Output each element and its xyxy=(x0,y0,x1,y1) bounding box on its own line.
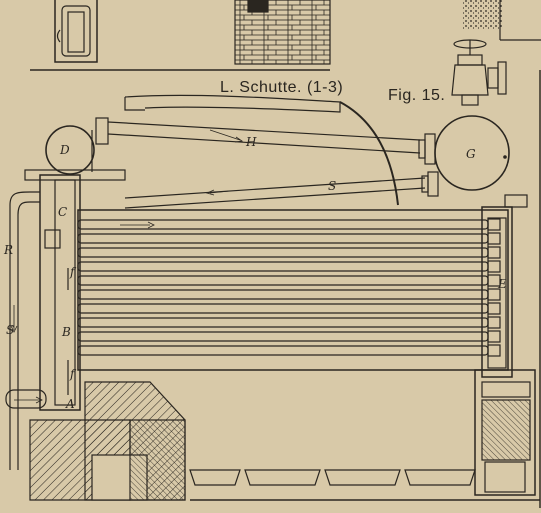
rear-firedoor xyxy=(474,369,536,496)
figure-number: Fig. 15. xyxy=(388,87,446,104)
firebox-grate xyxy=(189,469,540,501)
water-tube xyxy=(77,233,489,244)
label-C: C xyxy=(58,205,68,219)
label-G: G xyxy=(466,147,476,161)
water-tube-bank xyxy=(77,209,509,371)
water-tube xyxy=(77,247,489,258)
tube-end-nut xyxy=(487,302,501,315)
pipe-H xyxy=(107,121,421,154)
caption-title: L. Schutte. xyxy=(220,79,302,96)
tube-end-nut xyxy=(487,344,501,357)
front-header-C-B xyxy=(24,169,126,411)
tube-end-nut xyxy=(487,260,501,273)
water-tube xyxy=(77,289,489,300)
downcomer-R xyxy=(5,191,47,470)
label-R: R xyxy=(4,243,14,257)
water-tubes xyxy=(77,218,501,357)
steam-drum-G xyxy=(418,115,510,197)
top-brick-detail xyxy=(234,0,331,65)
tube-end-nut xyxy=(487,330,501,343)
furnace-masonry xyxy=(29,381,186,501)
superheater-hood xyxy=(124,94,399,206)
water-tube xyxy=(77,275,489,286)
water-tube xyxy=(77,303,489,314)
tube-end-nut xyxy=(487,246,501,259)
label-S-top: S xyxy=(328,179,337,193)
water-tube xyxy=(77,345,489,356)
water-tube xyxy=(77,261,489,272)
steam-valve xyxy=(451,39,507,106)
top-right-rubble-detail xyxy=(463,0,541,41)
rear-header-E xyxy=(481,194,528,378)
water-tube xyxy=(77,331,489,342)
label-S-left: S xyxy=(6,323,15,337)
label-H: H xyxy=(246,135,257,149)
tube-end-nut xyxy=(487,232,501,245)
water-tube xyxy=(77,317,489,328)
label-E: E xyxy=(498,277,507,291)
tube-end-nut xyxy=(487,316,501,329)
label-f-lower: f xyxy=(70,367,75,381)
top-left-detail-view xyxy=(30,0,330,71)
label-B: B xyxy=(62,325,71,339)
caption-scale: (1-3) xyxy=(306,79,344,96)
label-A: A xyxy=(66,397,75,411)
figure-title: L. Schutte. (1-3) xyxy=(220,80,343,96)
tube-end-nut xyxy=(487,218,501,231)
label-D: D xyxy=(60,143,70,157)
label-f-upper: f xyxy=(70,265,75,279)
dome-D xyxy=(45,117,109,175)
pipe-S-upper xyxy=(124,177,426,209)
water-tube xyxy=(77,219,489,230)
